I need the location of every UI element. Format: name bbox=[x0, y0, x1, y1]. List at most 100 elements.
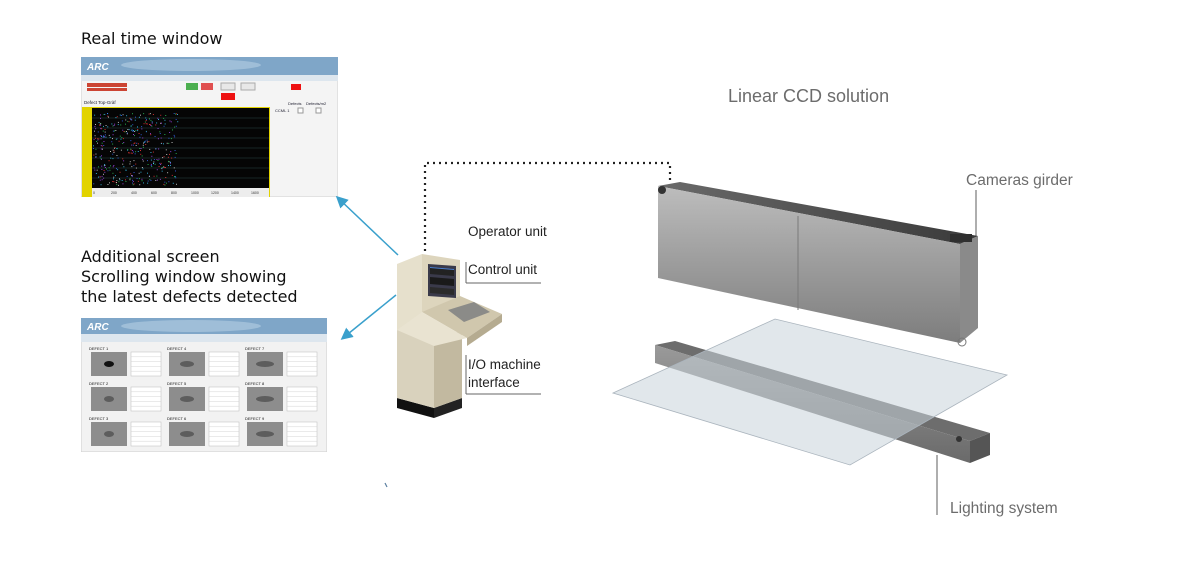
defect-dot bbox=[98, 138, 100, 140]
defect-dot bbox=[168, 161, 170, 163]
defect-cell[interactable]: DEFECT 6 bbox=[167, 416, 240, 447]
defect-dot bbox=[122, 129, 124, 131]
defect-dot bbox=[146, 139, 148, 141]
defect-dot bbox=[120, 124, 122, 126]
defect-dot bbox=[160, 137, 162, 139]
defect-dot bbox=[133, 172, 135, 173]
io-interface-label: I/O machine interface bbox=[468, 356, 541, 392]
defect-cell[interactable]: DEFECT 8 bbox=[245, 381, 318, 412]
defect-dot bbox=[116, 180, 118, 181]
defect-dot bbox=[101, 128, 103, 130]
defect-cell[interactable]: DEFECT 3 bbox=[89, 416, 162, 447]
defect-dot bbox=[101, 175, 103, 177]
defect-dot bbox=[131, 144, 133, 146]
defect-dot bbox=[101, 158, 102, 160]
defect-dot bbox=[151, 166, 153, 167]
realtime-stop-button[interactable] bbox=[201, 83, 213, 90]
defect-dot bbox=[108, 116, 109, 118]
defect-info-table bbox=[130, 421, 162, 447]
defect-dot bbox=[169, 132, 171, 133]
defect-dot bbox=[134, 135, 135, 137]
defect-dot bbox=[169, 120, 171, 122]
realtime-option-button-2[interactable] bbox=[240, 82, 256, 91]
defect-dot bbox=[132, 150, 133, 152]
defect-dot bbox=[112, 138, 113, 140]
defect-dot bbox=[169, 153, 170, 155]
defect-label: DEFECT 2 bbox=[89, 381, 109, 386]
defect-dot bbox=[102, 130, 104, 132]
defect-dot bbox=[160, 114, 162, 116]
defect-dot bbox=[157, 138, 159, 140]
defect-dot bbox=[139, 184, 141, 186]
defect-dot bbox=[122, 183, 124, 185]
defect-dot bbox=[100, 135, 102, 136]
defect-dot bbox=[170, 121, 172, 123]
defect-dot bbox=[112, 153, 114, 155]
defect-dot bbox=[135, 151, 137, 153]
defect-dot bbox=[121, 120, 123, 122]
defect-dot bbox=[122, 138, 124, 140]
defect-dot bbox=[145, 131, 147, 133]
defect-dot bbox=[131, 152, 133, 154]
defect-cell[interactable]: DEFECT 4 bbox=[167, 346, 240, 377]
defect-dot bbox=[145, 120, 147, 122]
defect-dot bbox=[147, 160, 148, 162]
defect-dot bbox=[133, 130, 134, 131]
defect-dot bbox=[151, 125, 153, 127]
io-interface-label-line-1: I/O machine bbox=[468, 357, 541, 372]
defect-dot bbox=[137, 151, 139, 152]
defect-dot bbox=[111, 123, 113, 125]
defect-dot bbox=[109, 182, 110, 184]
defect-dot bbox=[143, 113, 145, 115]
defect-dot bbox=[118, 181, 120, 183]
defect-dot bbox=[107, 184, 109, 185]
defect-dot bbox=[132, 180, 134, 182]
defect-dot bbox=[150, 165, 152, 166]
defect-dot bbox=[175, 177, 177, 179]
defect-dot bbox=[101, 179, 103, 181]
defect-cell[interactable]: DEFECT 1 bbox=[89, 346, 162, 377]
defect-dot bbox=[165, 149, 167, 151]
defect-dot bbox=[119, 114, 121, 116]
defect-dot bbox=[103, 135, 105, 137]
defect-dot bbox=[120, 149, 122, 151]
defect-dot bbox=[126, 115, 128, 117]
defect-dot bbox=[104, 164, 106, 165]
defect-info-table bbox=[286, 351, 318, 377]
realtime-option-button[interactable] bbox=[220, 82, 236, 91]
defect-dot bbox=[133, 160, 135, 162]
defect-dot bbox=[130, 129, 132, 131]
realtime-start-button[interactable] bbox=[186, 83, 198, 90]
defect-cell[interactable]: DEFECT 5 bbox=[167, 381, 240, 412]
defect-dot bbox=[116, 184, 118, 186]
defect-dot bbox=[140, 150, 141, 151]
defect-dot bbox=[111, 141, 113, 143]
defect-cell[interactable]: DEFECT 2 bbox=[89, 381, 162, 412]
defect-dot bbox=[96, 169, 98, 171]
defect-dot bbox=[94, 126, 96, 128]
defect-dot bbox=[110, 151, 111, 152]
realtime-window-screenshot: ARC Defect Top-Gràf Defects Defects/m2 C… bbox=[81, 57, 338, 197]
defect-dot bbox=[100, 124, 102, 126]
defect-dot bbox=[107, 126, 109, 128]
defect-dot bbox=[148, 113, 150, 115]
defect-dot bbox=[150, 163, 152, 165]
defect-dot bbox=[94, 114, 96, 116]
operator-unit-label: Operator unit bbox=[468, 224, 547, 239]
defect-label: DEFECT 7 bbox=[245, 346, 265, 351]
defect-cell[interactable]: DEFECT 9 bbox=[245, 416, 318, 447]
defect-dot bbox=[128, 152, 130, 153]
defect-dot bbox=[158, 166, 160, 167]
defect-dot bbox=[130, 148, 132, 150]
defect-dot bbox=[163, 143, 164, 145]
defect-dot bbox=[151, 121, 153, 123]
defect-dot bbox=[104, 165, 106, 166]
defect-cell[interactable]: DEFECT 7 bbox=[245, 346, 318, 377]
defect-dot bbox=[129, 179, 131, 181]
defect-dot bbox=[113, 152, 115, 153]
defect-dot bbox=[137, 180, 139, 182]
defect-dot bbox=[160, 164, 162, 165]
defect-dot bbox=[116, 168, 117, 170]
defect-dot bbox=[119, 135, 121, 137]
defect-dot bbox=[173, 167, 175, 169]
